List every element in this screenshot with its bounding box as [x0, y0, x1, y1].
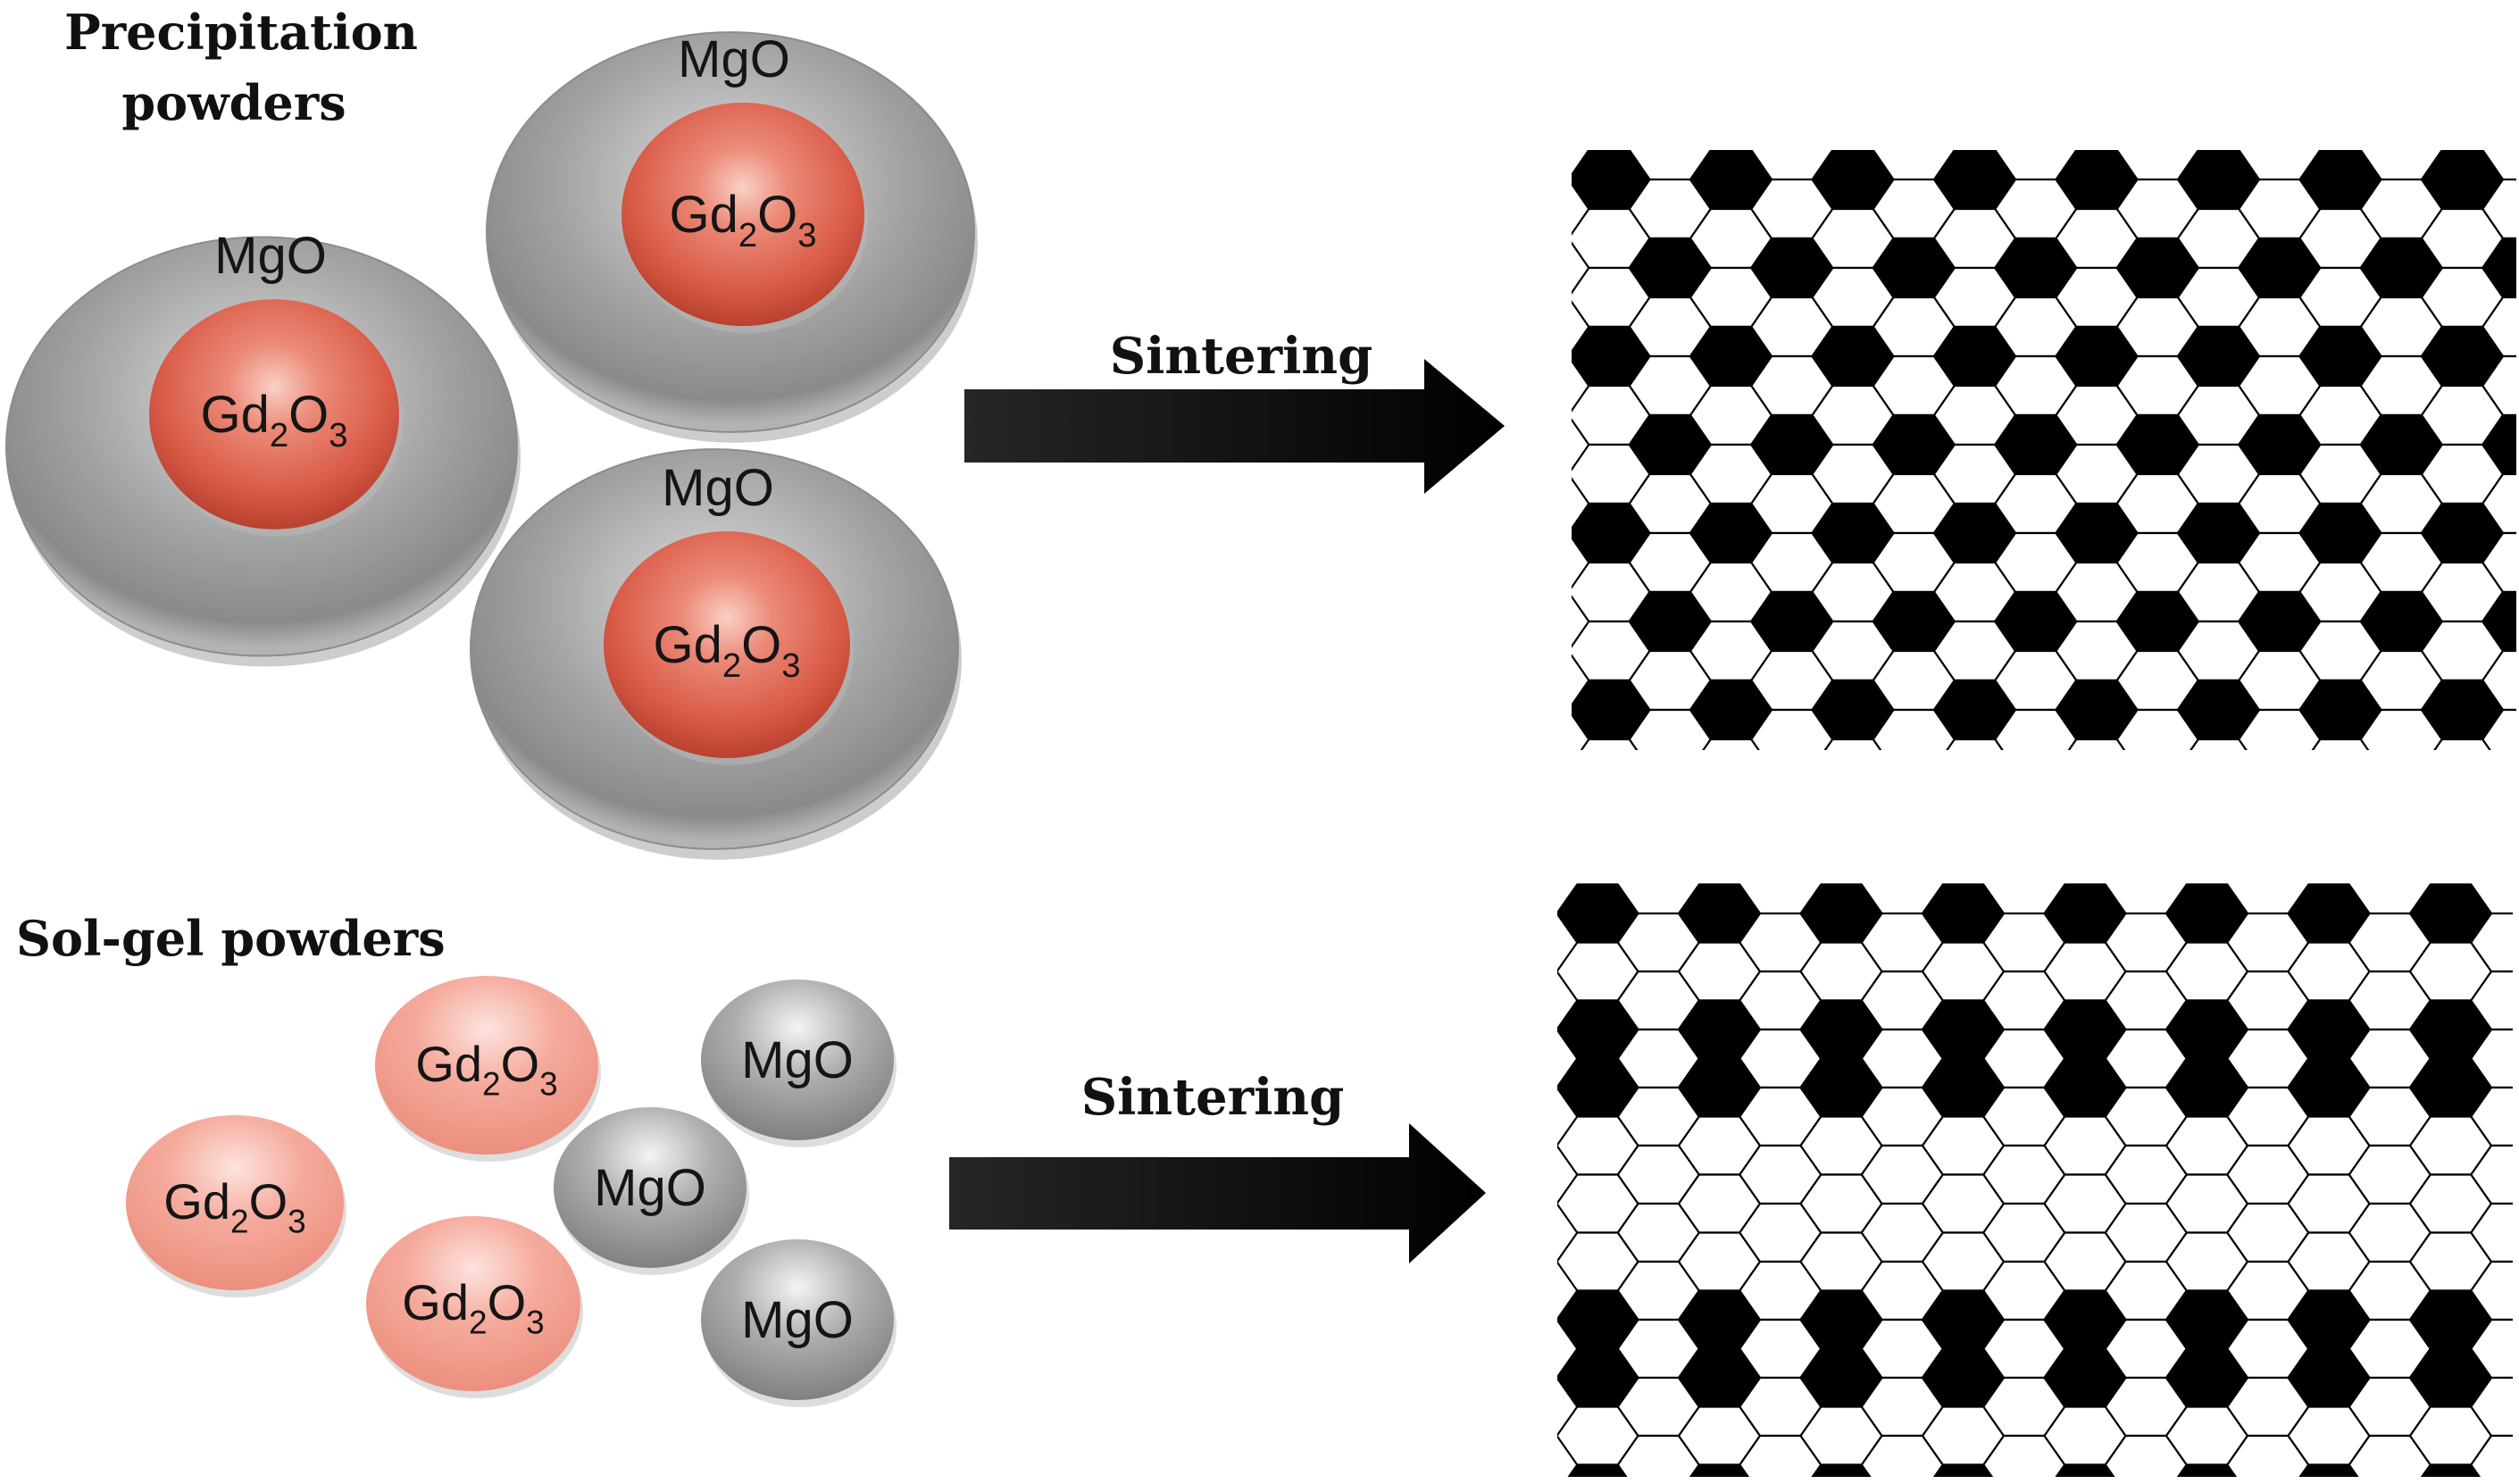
gd2o3-core-label: Gd2O3: [669, 186, 816, 254]
grain-white: [2470, 1434, 2513, 1477]
grain-white: [2311, 738, 2370, 750]
grain-black: [2117, 769, 2198, 828]
sintering-label-bottom: Sintering: [1081, 1068, 1345, 1127]
gd2o3-label: Gd2O3: [402, 1274, 544, 1341]
mgo-sphere: [701, 1239, 894, 1400]
mgo-label: MgO: [594, 1159, 706, 1217]
mgo-sphere: [554, 1107, 747, 1268]
mgo-shell-label: MgO: [678, 30, 790, 88]
sintered-microstructure-uniform: [1572, 150, 2519, 828]
grain-black: [1567, 1463, 1628, 1477]
mgo-particle: MgO: [554, 1107, 749, 1275]
gd2o3-particle: Gd2O3: [375, 976, 601, 1162]
grain-black: [2482, 769, 2519, 828]
core-shell-particle: MgO Gd2O3: [5, 227, 521, 667]
gd2o3-particle: Gd2O3: [366, 1216, 583, 1398]
gd2o3-core: [149, 299, 399, 529]
gd2o3-label: Gd2O3: [163, 1173, 305, 1240]
solgel-heading: Sol-gel powders: [16, 910, 446, 967]
sintering-arrow-top: [964, 359, 1505, 494]
grain-black: [2420, 1463, 2481, 1477]
grain-black: [2055, 1463, 2115, 1477]
sintering-arrow-bottom: [949, 1123, 1486, 1263]
precipitation-heading-line2: powders: [121, 74, 346, 131]
grain-black: [1689, 1463, 1750, 1477]
grain-white: [2067, 738, 2126, 750]
mgo-label: MgO: [741, 1291, 854, 1349]
grain-black: [1873, 769, 1955, 828]
grain-black: [2239, 769, 2320, 828]
core-shell-particle: MgO Gd2O3: [470, 448, 962, 860]
grain-white: [2481, 708, 2516, 750]
grain-white: [1580, 738, 1639, 750]
gd2o3-sphere: [126, 1115, 344, 1290]
gd2o3-sphere: [366, 1216, 580, 1391]
grain-black: [1751, 769, 1832, 828]
gd2o3-label: Gd2O3: [415, 1036, 557, 1103]
precipitation-heading: Precipitation: [64, 4, 418, 61]
mgo-particle: MgO: [701, 980, 897, 1147]
gd2o3-sphere: [375, 976, 598, 1155]
mgo-sphere: [701, 980, 894, 1140]
mgo-label: MgO: [741, 1031, 854, 1089]
grain-white: [1823, 738, 1882, 750]
gd2o3-core: [621, 102, 864, 327]
grain-black: [1630, 769, 1711, 828]
grain-white: [2433, 738, 2491, 750]
core-shell-particle: MgO Gd2O3: [486, 30, 978, 443]
grain-white: [2190, 738, 2248, 750]
grain-black: [1995, 769, 2076, 828]
grain-white: [1702, 738, 1760, 750]
grain-black: [2298, 1463, 2359, 1477]
grain-black: [1932, 1463, 1994, 1477]
grain-black: [2361, 769, 2442, 828]
sintering-label-top: Sintering: [1110, 327, 1373, 386]
mgo-particle: MgO: [701, 1239, 897, 1407]
gd2o3-particle: Gd2O3: [126, 1115, 346, 1297]
mgo-shell-label: MgO: [214, 227, 327, 285]
mgo-shell-label: MgO: [662, 459, 774, 517]
grain-white: [1946, 738, 2004, 750]
gd2o3-core-label: Gd2O3: [200, 386, 347, 454]
gd2o3-core-label: Gd2O3: [653, 616, 800, 685]
grain-black: [2176, 1463, 2238, 1477]
sintered-microstructure-clustered: [1557, 883, 2513, 1477]
grain-black: [1811, 1463, 1872, 1477]
gd2o3-core: [604, 531, 850, 758]
